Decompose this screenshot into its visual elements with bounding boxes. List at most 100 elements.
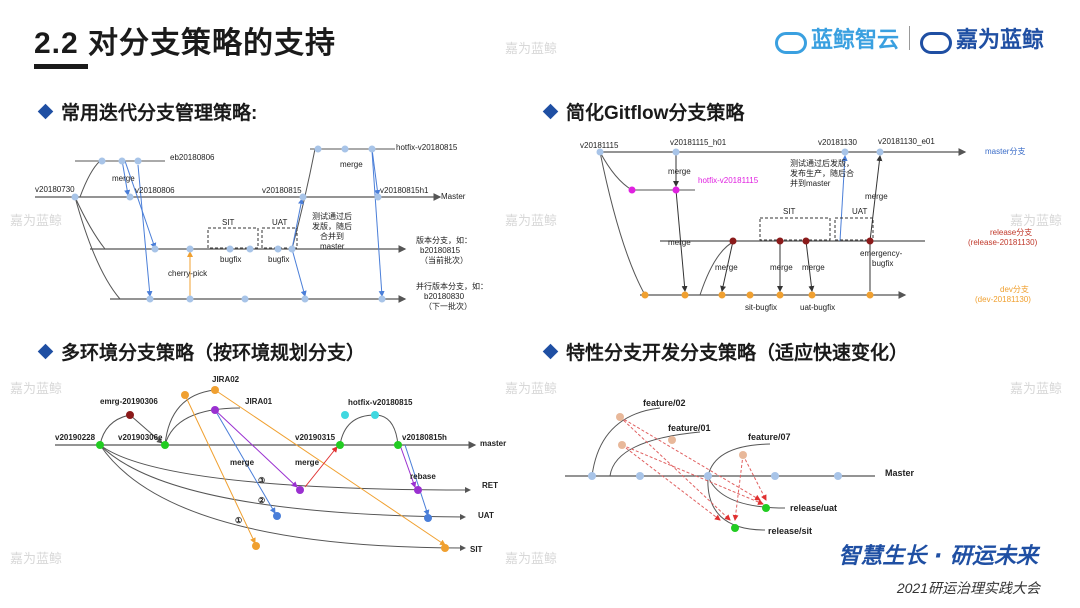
label-master: master分支 xyxy=(985,146,1025,156)
commit-node xyxy=(226,245,234,253)
label-e01: v20181130_e01 xyxy=(878,137,935,146)
uat-line xyxy=(99,444,466,520)
label-master: master xyxy=(480,439,506,448)
commit-node xyxy=(776,237,784,245)
commit-node xyxy=(866,237,874,245)
label-merge-hotfix: merge xyxy=(340,160,363,169)
watermark: 嘉为蓝鲸 xyxy=(10,214,63,229)
section-heading-multi-env: 多环境分支策略（按环境规划分支） xyxy=(37,338,365,365)
arrow xyxy=(839,155,848,242)
commit-node xyxy=(771,472,779,480)
commit-node xyxy=(151,245,159,253)
label-emrg: emrg-20190306 xyxy=(100,397,158,406)
label-emergency: bugfix xyxy=(872,259,893,268)
commit-node xyxy=(378,295,386,303)
sit-box xyxy=(207,227,259,249)
label-master: Master xyxy=(885,468,915,478)
watermark: 嘉为蓝鲸 xyxy=(505,42,558,57)
arrow xyxy=(869,155,883,242)
label-uat-bugfix: uat-bugfix xyxy=(800,303,835,312)
sit-box xyxy=(759,217,831,241)
commit-node xyxy=(126,411,134,419)
canway-logo: 嘉为蓝鲸 xyxy=(919,22,1044,54)
commit-node xyxy=(672,186,680,194)
logo-group: 蓝鲸智云 嘉为蓝鲸 xyxy=(774,22,1044,54)
branch-curve xyxy=(599,151,646,296)
label-emergency: emergency- xyxy=(860,249,903,258)
commit-node xyxy=(414,486,422,494)
label-feature01: feature/01 xyxy=(668,423,711,433)
label-release: release分支 xyxy=(990,227,1032,237)
commit-node xyxy=(368,145,376,153)
label-hotfix: hotfix-v20180815 xyxy=(348,398,413,407)
ver-branch-line: 版本分支，如： xyxy=(416,235,472,245)
label-merge: merge xyxy=(865,192,888,201)
commit-node xyxy=(98,157,106,165)
merge-arrow xyxy=(304,446,338,488)
label-v0315: v20190315 xyxy=(295,433,336,442)
commit-node xyxy=(96,441,104,449)
label-c2: ② xyxy=(258,496,265,505)
label-c1: ① xyxy=(235,516,242,525)
watermark: 嘉为蓝鲸 xyxy=(10,552,63,567)
sit-line xyxy=(707,475,766,531)
commit-node xyxy=(668,436,676,444)
commit-node xyxy=(834,472,842,480)
label-hotfix: hotfix-v20180815 xyxy=(396,143,458,152)
commit-node xyxy=(739,451,747,459)
commit-node xyxy=(441,544,449,552)
arrow xyxy=(675,189,688,292)
label-sit-bugfix: sit-bugfix xyxy=(745,303,777,312)
ver-branch-line: b20180815 xyxy=(420,246,461,255)
label-v0730: v20180730 xyxy=(35,185,75,194)
label-v0815: v20180815 xyxy=(262,186,302,195)
merge-arrow xyxy=(621,444,721,521)
merge-arrow xyxy=(732,454,744,521)
label-bugfix: bugfix xyxy=(220,255,241,264)
merge-arrow xyxy=(214,389,446,546)
conference-name: 2021研运治理实践大会 xyxy=(896,580,1040,596)
label-v0306e: v20190306e xyxy=(118,433,163,442)
commit-node xyxy=(71,193,79,201)
label-merge: merge xyxy=(715,263,738,272)
section-heading-iteration: 常用迭代分支管理策略: xyxy=(37,98,257,125)
label-feature02: feature/02 xyxy=(643,398,686,408)
label-dev: (dev-20181130) xyxy=(975,295,1031,304)
commit-node xyxy=(273,512,281,520)
commit-node xyxy=(252,542,260,550)
diagram-gitflow: v20181115 v20181115_h01 v20181130 v20181… xyxy=(580,137,1038,312)
arrow xyxy=(720,240,734,292)
label-bugfix: bugfix xyxy=(268,255,289,264)
label-v0228: v20190228 xyxy=(55,433,96,442)
watermark: 嘉为蓝鲸 xyxy=(505,552,558,567)
commit-node xyxy=(374,193,382,201)
commit-node xyxy=(118,157,126,165)
label-release-uat: release/uat xyxy=(790,503,837,513)
commit-node xyxy=(161,441,169,449)
par-branch-line: b20180830 xyxy=(424,292,465,301)
feature02-line xyxy=(591,407,661,477)
diagram-multi-env: JIRA02 emrg-20190306 JIRA01 hotfix-v2018… xyxy=(55,375,506,554)
commit-node xyxy=(802,237,810,245)
bluking-cloud-logo: 蓝鲸智云 xyxy=(774,22,899,54)
commit-node xyxy=(704,472,712,480)
commit-node xyxy=(246,245,254,253)
label-ret: RET xyxy=(482,481,498,490)
commit-node xyxy=(394,441,402,449)
commit-node xyxy=(681,291,689,299)
commit-node xyxy=(241,295,249,303)
note-line: 测试通过后 xyxy=(312,211,352,221)
commit-node xyxy=(729,237,737,245)
merge-arrow xyxy=(742,454,767,501)
commit-node xyxy=(841,148,849,156)
label-jira01: JIRA01 xyxy=(245,397,273,406)
commit-node xyxy=(731,524,739,532)
commit-node xyxy=(181,391,189,399)
merge-arrow xyxy=(214,409,298,488)
commit-node xyxy=(126,193,134,201)
commit-node xyxy=(186,295,194,303)
label-v0815h: v20180815h xyxy=(402,433,447,442)
label-merge: merge xyxy=(668,238,691,247)
par-branch-line: 并行版本分支，如： xyxy=(416,281,488,291)
commit-node xyxy=(746,291,754,299)
